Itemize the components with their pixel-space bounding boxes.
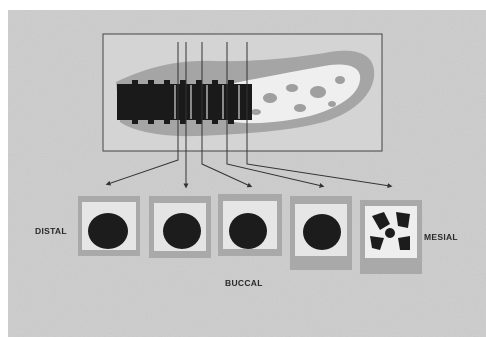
longitudinal-section-panel xyxy=(103,34,382,151)
distal-label: DISTAL xyxy=(35,226,67,236)
implant-body xyxy=(117,80,252,124)
cross-section-3 xyxy=(218,194,282,256)
implant-cross-1 xyxy=(88,213,128,249)
cross-section-5 xyxy=(360,200,422,274)
implant-cross-3 xyxy=(229,213,267,249)
cross-section-1 xyxy=(78,196,140,256)
implant-cross-2 xyxy=(163,213,201,249)
buccal-label: BUCCAL xyxy=(225,278,263,288)
cross-section-4 xyxy=(290,196,352,270)
implant-cross-4 xyxy=(303,214,341,250)
mesial-label: MESIAL xyxy=(424,232,458,242)
cross-section-2 xyxy=(149,196,211,258)
